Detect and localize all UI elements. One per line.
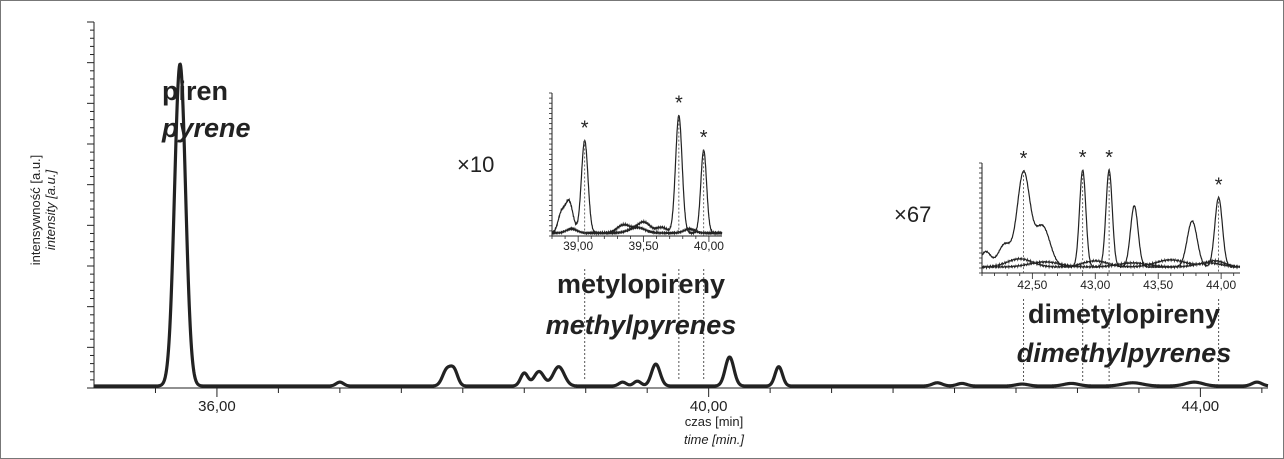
inset2-tick-labels: 42,50 43,00 43,50 44,00 (1017, 278, 1236, 292)
inset1-tick-labels: 39,00 39,50 40,00 (563, 239, 724, 253)
inset-x-tick-label: 42,50 (1017, 278, 1047, 292)
inset-trace (981, 259, 1241, 270)
x-axis-title-en: time [min.] (684, 432, 744, 447)
methylpyrenes-label-en: methylpyrenes (546, 310, 737, 340)
pyrene-label: piren (162, 76, 228, 106)
x-tick-label: 36,00 (198, 398, 236, 415)
peak-marker: * (1079, 147, 1087, 169)
inset2-peak-markers: * * * * (1020, 147, 1223, 273)
inset-trace (551, 224, 723, 236)
x-axis-ticks (154, 388, 1263, 397)
dimethylpyrenes-label-en: dimethylpyrenes (1017, 338, 1232, 368)
inset1-x-ticks (551, 236, 710, 242)
methylpyrenes-label: metylopireny (557, 269, 725, 299)
peak-marker: * (1020, 148, 1028, 170)
x-tick-label: 40,00 (690, 398, 728, 415)
inset-dimethylpyrenes: 42,50 43,00 43,50 44,00 * * * * (979, 147, 1241, 292)
inset1-y-ticks (549, 92, 552, 237)
y-axis-ticks (87, 21, 94, 389)
chromatogram-trace (92, 62, 1270, 388)
inset1-traces (551, 114, 723, 237)
dimethylpyrenes-label: dimetylopireny (1028, 299, 1220, 329)
inset-x-tick-label: 39,50 (629, 239, 659, 253)
peak-marker: * (1215, 175, 1223, 197)
inset2-y-ticks (979, 162, 982, 274)
peak-marker: * (675, 93, 683, 115)
inset2-x-ticks (981, 273, 1235, 279)
x-axis-tick-labels: 36,00 40,00 44,00 (198, 398, 1219, 415)
inset2-traces (981, 167, 1241, 270)
x-axis-title: czas [min] (685, 414, 744, 429)
inset-x-tick-label: 43,00 (1080, 278, 1110, 292)
inset1-peak-markers: * * * (581, 93, 708, 236)
y-axis-title-en: intensity [a.u.] (43, 170, 58, 251)
inset-methylpyrenes: 39,00 39,50 40,00 * * * (549, 92, 724, 253)
inset2-multiplier: ×67 (894, 202, 931, 227)
peak-marker: * (700, 127, 708, 149)
peak-guide-lines (584, 269, 1220, 383)
peak-marker: * (1105, 147, 1113, 169)
inset-x-tick-label: 43,50 (1143, 278, 1173, 292)
inset-trace (981, 167, 1241, 269)
inset-x-tick-label: 40,00 (694, 239, 724, 253)
inset-x-tick-label: 44,00 (1206, 278, 1236, 292)
x-tick-label: 44,00 (1182, 398, 1220, 415)
inset1-multiplier: ×10 (457, 152, 494, 177)
inset-trace (551, 114, 723, 237)
pyrene-label-en: pyrene (161, 113, 251, 143)
inset-x-tick-label: 39,00 (563, 239, 593, 253)
y-axis-title: intensywność [a.u.] (28, 155, 43, 266)
peak-marker: * (581, 118, 589, 140)
